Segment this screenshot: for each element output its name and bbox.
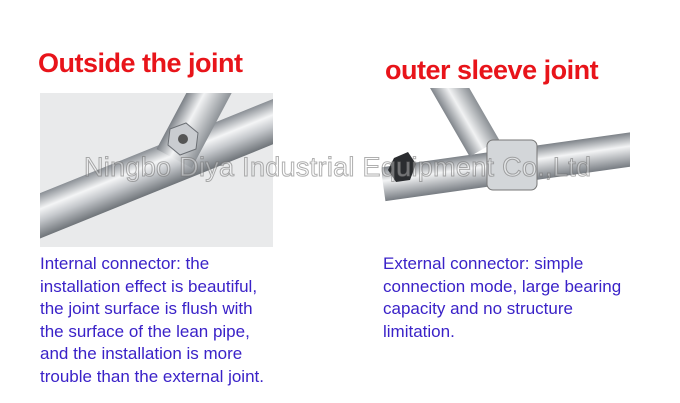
left-title: Outside the joint [38, 48, 243, 78]
right-title: outer sleeve joint [385, 55, 599, 85]
internal-joint-photo [40, 93, 273, 247]
left-description: Internal connector: the installation eff… [40, 254, 264, 386]
right-description: External connector: simple connection mo… [383, 254, 622, 341]
outer-sleeve-joint-photo [382, 88, 630, 247]
watermark: Ningbo Diya Industrial Equipment Co.,Ltd [83, 152, 592, 183]
